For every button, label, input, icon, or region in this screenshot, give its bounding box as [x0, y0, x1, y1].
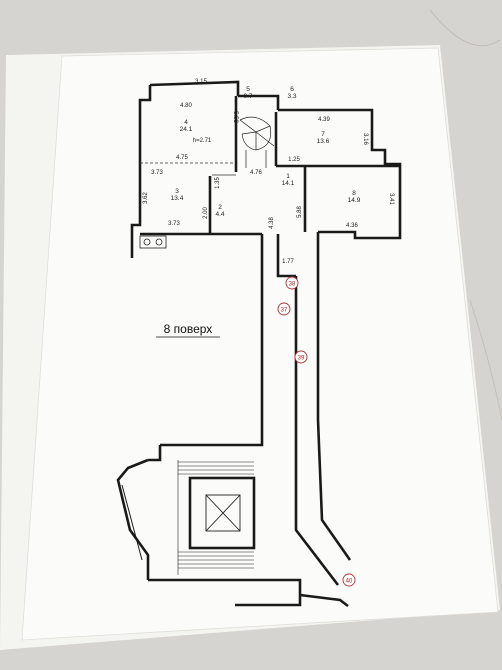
dimension-label: 3.16	[362, 133, 368, 145]
room-4-number: 4	[184, 119, 188, 126]
dimension-label: 4.39	[318, 117, 330, 123]
room-5-area: 0.7	[243, 93, 252, 100]
spiral-stair	[239, 116, 275, 168]
elevator-icon	[205, 494, 241, 532]
stairwell-steps	[177, 460, 254, 575]
flat-marker-ring	[294, 350, 308, 364]
dimension-label: 3.73	[151, 170, 163, 176]
dimension-label: 5.53	[232, 111, 238, 123]
flat-marker: 37	[281, 308, 288, 314]
flat-marker-ring	[342, 573, 356, 587]
room-8-area: 14.9	[348, 197, 361, 204]
dimension-label: 4.38	[269, 217, 275, 229]
room-2-number: 2	[218, 204, 222, 211]
flat-marker: 38	[289, 282, 296, 288]
dimension-label: 4.76	[250, 170, 262, 176]
flat-marker-ring	[277, 302, 291, 316]
walls	[116, 80, 402, 608]
room-7-area: 13.6	[317, 138, 330, 145]
stove-icon	[139, 235, 167, 249]
marble-vein	[429, 9, 501, 47]
flat-marker-ring	[285, 276, 299, 290]
room-3-number: 3	[175, 188, 179, 195]
dimension-labels: 3.15 4.80 5.53 4.75 3.73 3.62 3.73 1.35 …	[143, 79, 394, 265]
dimension-label: 3.73	[168, 221, 180, 227]
dimension-label: 4.75	[176, 155, 188, 161]
room-1-area: 14.1	[282, 180, 295, 187]
dimension-label: 3.41	[388, 193, 394, 205]
room-7-number: 7	[321, 131, 325, 138]
dimension-label: 4.36	[346, 223, 358, 229]
dimension-label: 5.88	[297, 206, 303, 218]
dimension-label: 3.15	[195, 79, 207, 85]
dimension-label: 4.80	[180, 103, 192, 109]
floor-label: 8 поверх	[164, 322, 213, 336]
room-4-area: 24.1	[180, 126, 193, 133]
dimension-label: 1.25	[288, 157, 300, 163]
room-6-number: 6	[290, 86, 294, 93]
marble-vein	[469, 299, 502, 421]
room-1-number: 1	[286, 173, 290, 180]
room-4-height: h=2.71	[193, 138, 212, 144]
paper-page	[21, 47, 499, 641]
room-3-area: 13.4	[171, 195, 184, 202]
flat-marker: 40	[346, 579, 353, 585]
flat-markers: 38 37 39 40	[277, 276, 356, 587]
dimension-label: 1.77	[282, 259, 294, 265]
flat-marker: 39	[298, 356, 305, 362]
room-5-number: 5	[246, 86, 250, 93]
dimension-label: 1.35	[215, 177, 221, 189]
room-6-area: 3.3	[287, 93, 296, 100]
room-2-area: 4.4	[215, 211, 224, 218]
room-8-number: 8	[352, 190, 356, 197]
room-labels: 4 24.1 h=2.71 5 0.7 6 3.3 7 13.6 1 14.1 …	[171, 86, 361, 218]
dimension-label: 2.00	[203, 207, 209, 219]
dimension-label: 3.62	[143, 192, 149, 204]
